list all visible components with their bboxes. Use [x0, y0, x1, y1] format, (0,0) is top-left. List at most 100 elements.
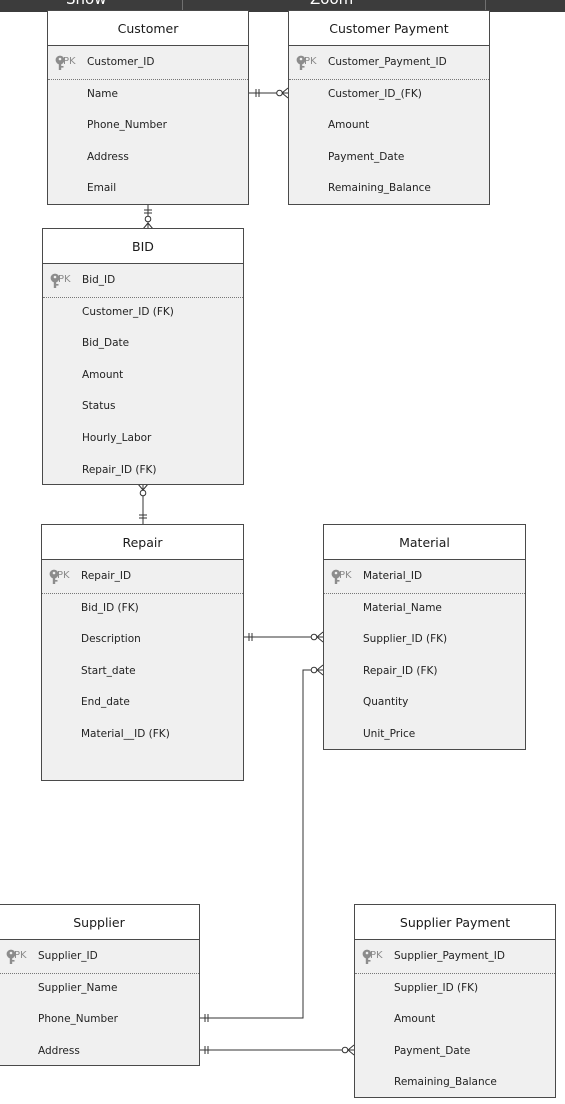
field-name: Customer_ID_(FK) — [328, 87, 422, 100]
relationship-supplier-supplier-payment — [199, 1044, 355, 1056]
attribute-field[interactable]: Hourly_Labor — [43, 429, 243, 449]
pk-label: PK — [63, 56, 76, 67]
field-name: Name — [87, 87, 118, 100]
primary-key-field[interactable]: PK Supplier_Payment_ID — [355, 947, 555, 967]
attribute-field[interactable]: Phone_Number — [0, 1010, 199, 1030]
attribute-field[interactable]: Address — [0, 1042, 199, 1062]
key-icon — [361, 949, 385, 965]
attribute-field[interactable]: Repair_ID (FK) — [43, 461, 243, 481]
attribute-field[interactable]: Supplier_ID (FK) — [324, 630, 525, 650]
attribute-field[interactable]: Status — [43, 397, 243, 417]
field-name: Address — [38, 1044, 80, 1057]
field-name: Supplier_Payment_ID — [394, 950, 505, 962]
field-name: Payment_Date — [328, 150, 405, 163]
attribute-field[interactable]: Material_Name — [324, 599, 525, 619]
entity-title: Supplier Payment — [355, 905, 555, 940]
entity-title: Repair — [42, 525, 243, 560]
field-name: Material_ID — [363, 570, 423, 582]
attribute-field[interactable]: Description — [42, 630, 243, 650]
pk-label: PK — [370, 950, 383, 961]
field-name: Amount — [328, 119, 370, 132]
pk-label: PK — [58, 274, 71, 285]
attribute-field[interactable]: Bid_Date — [43, 334, 243, 354]
toolbar-divider — [182, 0, 183, 12]
entity-title: Material — [324, 525, 525, 560]
field-name: Unit_Price — [363, 728, 416, 740]
field-name: Bid_Date — [82, 337, 130, 350]
pk-label: PK — [339, 570, 352, 581]
field-name: Amount — [394, 1013, 436, 1026]
field-name: Repair_ID (FK) — [82, 463, 157, 476]
attribute-field[interactable]: Customer_ID (FK) — [43, 303, 243, 323]
attribute-field[interactable]: Unit_Price — [324, 725, 525, 745]
field-name: Customer_ID (FK) — [82, 305, 174, 318]
toolbar-divider — [485, 0, 486, 12]
field-name: Remaining_Balance — [394, 1076, 497, 1089]
attribute-field[interactable]: Supplier_Name — [0, 979, 199, 999]
field-name: Payment_Date — [394, 1044, 471, 1057]
key-icon — [5, 949, 29, 965]
field-name: Material__ID (FK) — [81, 728, 170, 740]
zoom-menu[interactable]: Zoom — [310, 0, 353, 8]
pk-label: PK — [14, 950, 27, 961]
relationship-customer-customer-payment — [249, 87, 289, 99]
pk-divider — [355, 972, 555, 974]
attribute-field[interactable]: Amount — [289, 116, 489, 136]
pk-label: PK — [57, 570, 70, 581]
field-name: Email — [87, 182, 117, 195]
field-name: Description — [81, 633, 141, 646]
attribute-field[interactable]: Email — [48, 179, 248, 199]
field-name: Supplier_Name — [38, 981, 118, 994]
key-icon — [295, 55, 319, 71]
attribute-field[interactable]: Customer_ID_(FK) — [289, 85, 489, 105]
pk-divider — [48, 78, 248, 80]
attribute-field[interactable]: Phone_Number — [48, 116, 248, 136]
attribute-field[interactable]: Supplier_ID (FK) — [355, 979, 555, 999]
attribute-field[interactable]: Amount — [355, 1010, 555, 1030]
attribute-field[interactable]: Amount — [43, 366, 243, 386]
pk-divider — [324, 592, 525, 594]
attribute-field[interactable]: Address — [48, 148, 248, 168]
field-name: Remaining_Balance — [328, 182, 431, 195]
attribute-field[interactable]: Quantity — [324, 693, 525, 713]
field-name: Supplier_ID — [38, 950, 98, 962]
relationship-customer-bid — [142, 204, 154, 230]
pk-divider — [43, 296, 243, 298]
field-name: Phone_Number — [87, 119, 167, 132]
key-icon — [54, 55, 78, 71]
field-name: Hourly_Labor — [82, 432, 152, 444]
attribute-field[interactable]: Name — [48, 85, 248, 105]
pk-divider — [289, 78, 489, 80]
attribute-field[interactable]: Payment_Date — [289, 148, 489, 168]
entity-title: Customer — [48, 11, 248, 46]
attribute-field[interactable]: Bid_ID (FK) — [42, 599, 243, 619]
key-icon — [330, 569, 354, 585]
relationship-bid-repair — [137, 483, 149, 525]
primary-key-field[interactable]: PK Material_ID — [324, 567, 525, 587]
attribute-field[interactable]: Material__ID (FK) — [42, 725, 243, 745]
attribute-field[interactable]: Remaining_Balance — [289, 179, 489, 199]
attribute-field[interactable]: Repair_ID (FK) — [324, 662, 525, 682]
primary-key-field[interactable]: PK Repair_ID — [42, 567, 243, 587]
attribute-field[interactable]: Start_date — [42, 662, 243, 682]
attribute-field[interactable]: Remaining_Balance — [355, 1073, 555, 1093]
field-name: Material_Name — [363, 601, 442, 614]
field-name: Bid_ID (FK) — [81, 601, 139, 614]
attribute-field[interactable]: Payment_Date — [355, 1042, 555, 1062]
field-name: Repair_ID — [81, 570, 132, 582]
show-menu[interactable]: Show — [66, 0, 106, 8]
primary-key-field[interactable]: PK Supplier_ID — [0, 947, 199, 967]
field-name: Amount — [82, 368, 124, 381]
attribute-field[interactable]: End_date — [42, 693, 243, 713]
